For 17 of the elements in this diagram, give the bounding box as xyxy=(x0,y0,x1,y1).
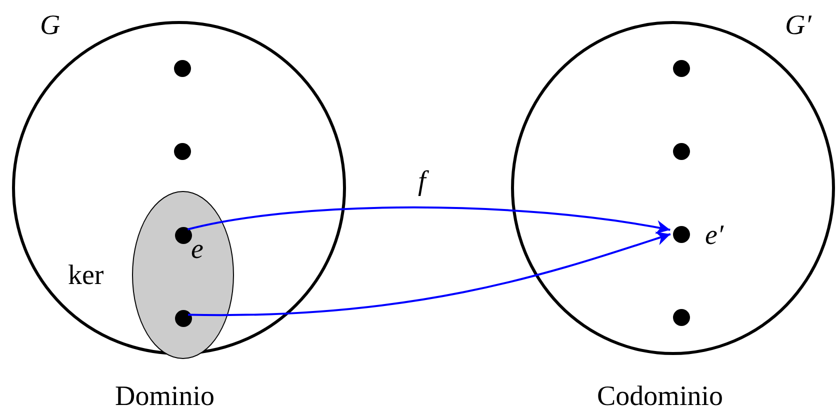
point-dot xyxy=(673,226,690,243)
point-dot xyxy=(174,143,191,160)
set-label: G′ xyxy=(785,12,812,40)
point-dot xyxy=(673,143,690,160)
set-label: G xyxy=(40,12,60,40)
arrow xyxy=(188,206,670,234)
point-dot xyxy=(175,310,192,327)
point-dot xyxy=(174,60,191,77)
point-dot xyxy=(175,227,192,244)
point-dot xyxy=(673,309,690,326)
arrow xyxy=(188,232,671,316)
set-caption: Codominio xyxy=(597,383,724,411)
set-caption: e′ xyxy=(705,222,724,250)
set-caption: Dominio xyxy=(115,383,215,411)
set-label: ker xyxy=(68,262,104,290)
point-dot xyxy=(673,60,690,77)
set-caption: e xyxy=(191,236,204,264)
